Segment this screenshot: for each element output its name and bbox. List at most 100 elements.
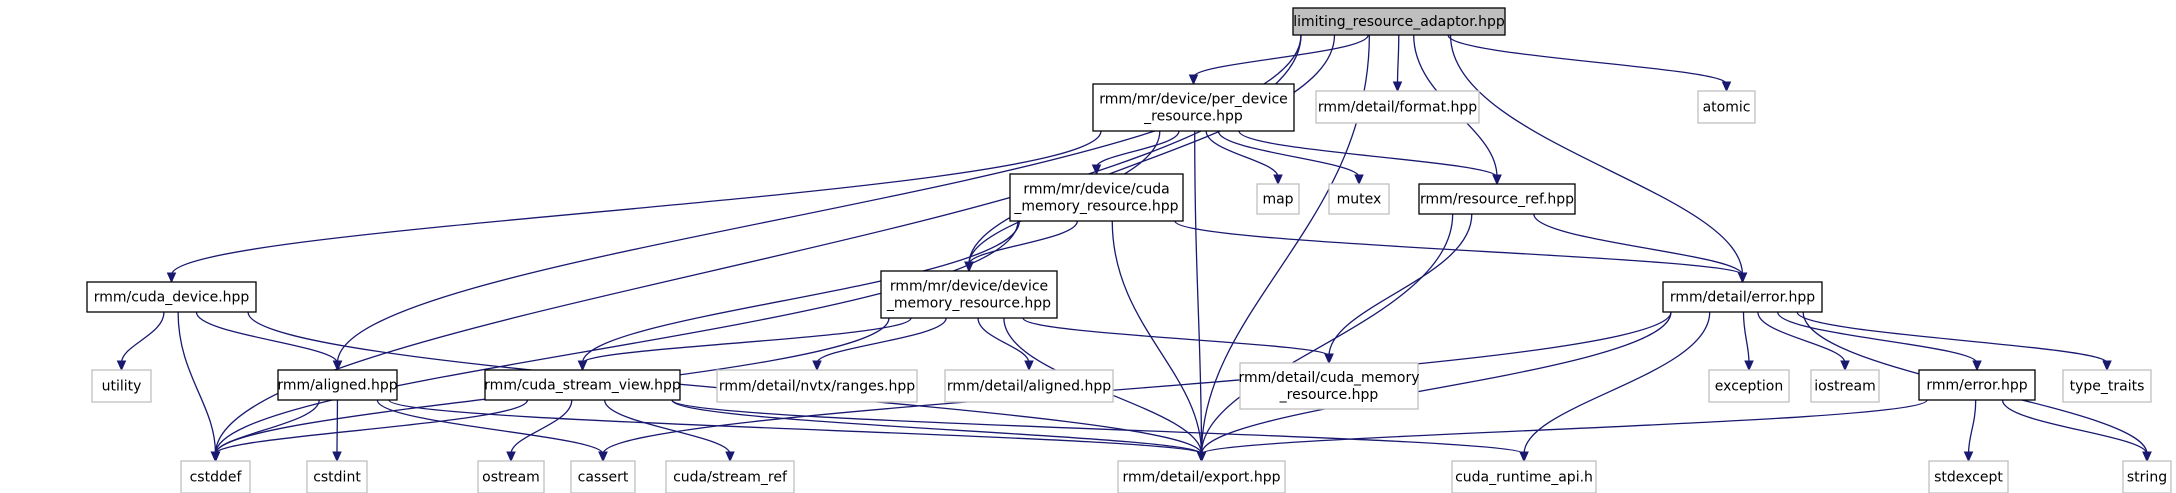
node-stdexcept: stdexcept	[1928, 460, 2009, 493]
node-resource-ref[interactable]: rmm/resource_ref.hpp	[1418, 183, 1576, 215]
edge-line	[1447, 34, 1728, 85]
node-box	[1092, 83, 1295, 132]
node-label: rmm/detail/export.hpp	[1122, 470, 1280, 486]
edge-arrowhead	[1744, 360, 1754, 372]
node-box	[1918, 369, 2036, 401]
edge-line	[1742, 311, 1750, 364]
node-label: rmm/detail/nvtx/ranges.hpp	[719, 379, 915, 395]
node-label: rmm/cuda_stream_view.hpp	[484, 378, 681, 394]
node-cstdint: cstdint	[306, 460, 368, 493]
edge-per_device-to-mutex	[1217, 130, 1364, 186]
node-stream-view[interactable]: rmm/cuda_stream_view.hpp	[484, 369, 681, 401]
node-label: cstddef	[190, 470, 243, 486]
node-cuda-mr[interactable]: rmm/mr/device/cuda_memory_resource.hpp	[1009, 173, 1184, 222]
edge-line	[1022, 317, 1330, 357]
edge-device_mr-to-detail_cuda_mr	[1022, 317, 1334, 365]
node-label: rmm/cuda_device.hpp	[94, 290, 250, 306]
node-label: rmm/detail/cuda_memory	[1238, 370, 1419, 386]
edge-detail_error-to-runtime_api	[1519, 311, 1711, 463]
node-label: _resource.hpp	[1143, 109, 1243, 125]
edge-line	[214, 399, 529, 455]
node-box	[1239, 362, 1419, 410]
node-box	[1928, 460, 2009, 493]
node-box	[1451, 460, 1597, 493]
edge-line	[1523, 311, 1711, 455]
edge-arrowhead	[1492, 174, 1502, 186]
node-label: rmm/aligned.hpp	[277, 378, 397, 394]
edge-arrowhead	[1196, 451, 1207, 463]
node-detail-error[interactable]: rmm/detail/error.hpp	[1662, 281, 1823, 313]
edge-stream_view-to-stream_ref	[603, 399, 735, 463]
edge-arrowhead	[1354, 174, 1364, 186]
edge-arrowhead	[166, 272, 177, 284]
node-label: rmm/detail/aligned.hpp	[947, 379, 1111, 395]
node-box	[1418, 183, 1576, 215]
node-box	[2062, 369, 2152, 403]
edge-line	[510, 399, 573, 455]
edge-line	[195, 311, 339, 364]
edge-arrowhead	[1091, 164, 1102, 176]
node-label: _memory_resource.hpp	[1013, 199, 1178, 215]
edge-stream_view-to-runtime_api	[671, 399, 1529, 463]
node-format: rmm/detail/format.hpp	[1315, 90, 1480, 124]
edge-line	[1217, 130, 1360, 178]
edge-per_device-to-cuda_mr	[1091, 130, 1180, 176]
node-per-device[interactable]: rmm/mr/device/per_device_resource.hpp	[1092, 83, 1295, 132]
edge-rmm_error-to-stdexcept	[1963, 399, 1977, 463]
edge-line	[977, 317, 1030, 364]
node-label: limiting_resource_adaptor.hpp	[1293, 14, 1505, 30]
edge-arrowhead	[1972, 360, 1982, 372]
node-box	[1708, 369, 1790, 403]
node-label: cassert	[578, 470, 629, 486]
edge-arrowhead	[1024, 360, 1034, 372]
node-label: rmm/detail/error.hpp	[1670, 290, 1815, 306]
edge-line	[1095, 130, 1180, 168]
node-map: map	[1256, 183, 1300, 215]
edge-aligned-to-cstdint	[332, 399, 342, 463]
node-string: string	[2122, 460, 2172, 493]
node-label: stdexcept	[1934, 470, 2003, 486]
node-box	[484, 369, 681, 401]
edge-line	[214, 399, 320, 455]
edge-device_mr-to-detail_aligned	[977, 317, 1034, 372]
edge-line	[1194, 130, 1203, 455]
edge-line	[581, 220, 1021, 364]
edge-line	[1200, 399, 1928, 455]
node-label: rmm/mr/device/cuda	[1023, 182, 1169, 198]
edge-arrowhead	[1273, 174, 1283, 186]
edge-line	[214, 220, 1019, 455]
edge-arrowhead	[598, 451, 608, 463]
edge-line	[968, 34, 1336, 265]
node-label: map	[1262, 192, 1293, 208]
edge-resource_ref-to-detail_error	[1533, 213, 1748, 284]
node-root[interactable]: limiting_resource_adaptor.hpp	[1292, 7, 1506, 36]
node-cuda-device[interactable]: rmm/cuda_device.hpp	[86, 281, 257, 313]
edge-aligned-to-cstddef	[210, 399, 320, 463]
node-stream-ref: cuda/stream_ref	[665, 460, 795, 493]
node-box	[1009, 173, 1184, 222]
node-label: ostream	[482, 470, 540, 486]
node-label: rmm/resource_ref.hpp	[1420, 192, 1574, 208]
edge-per_device-to-export	[1194, 130, 1207, 463]
node-box	[1315, 90, 1480, 124]
edge-rmm_error-to-string	[2001, 399, 2152, 463]
node-aligned[interactable]: rmm/aligned.hpp	[277, 369, 398, 401]
node-box	[277, 369, 398, 401]
node-atomic: atomic	[1697, 90, 1756, 124]
node-device-mr[interactable]: rmm/mr/device/device_memory_resource.hpp	[880, 270, 1058, 319]
node-box	[665, 460, 795, 493]
edge-line	[1967, 399, 1977, 455]
edge-line	[671, 399, 1525, 455]
edge-arrowhead	[116, 360, 127, 372]
node-rmm-error[interactable]: rmm/error.hpp	[1918, 369, 2036, 401]
edge-line	[1205, 130, 1279, 178]
edge-cuda_device-to-cstddef	[177, 311, 221, 463]
edge-detail_error-to-rmm_error	[1777, 311, 1982, 372]
node-box	[86, 281, 257, 313]
node-label: rmm/mr/device/device	[890, 279, 1048, 295]
node-label: iostream	[1814, 379, 1876, 395]
edge-per_device-to-resource_ref	[1238, 130, 1502, 186]
node-label: mutex	[1337, 192, 1382, 208]
node-box	[2122, 460, 2172, 493]
edge-line	[1757, 311, 1846, 364]
